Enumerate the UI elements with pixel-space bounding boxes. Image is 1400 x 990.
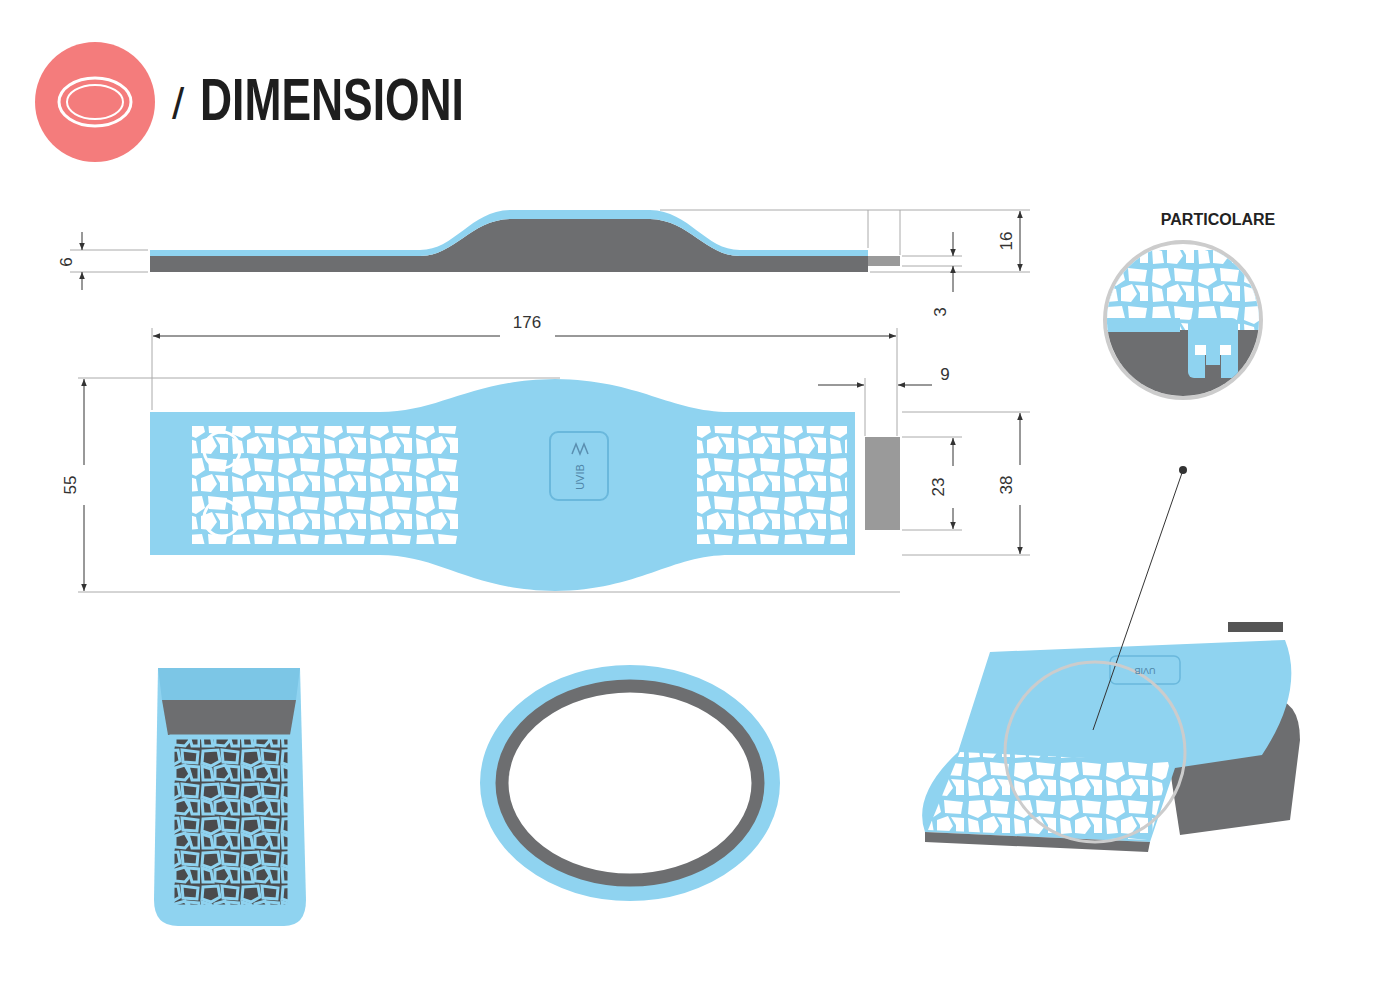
dimension-value: 38 [998, 476, 1015, 495]
logo-text: UVIB [575, 464, 586, 490]
dimension-value: 3 [932, 307, 949, 316]
page-title: DIMENSIONI [200, 70, 464, 130]
logo-text: UVIB [1134, 666, 1155, 675]
separator: / [172, 82, 184, 126]
detail-title: PARTICOLARE [1161, 212, 1275, 228]
dimension-value: 176 [513, 314, 541, 331]
dimension-value: 6 [58, 257, 75, 266]
dimension-value: 9 [940, 366, 949, 383]
dimension-value: 55 [62, 476, 79, 495]
dimension-value: 23 [930, 478, 947, 497]
dimension-value: 16 [998, 232, 1015, 251]
